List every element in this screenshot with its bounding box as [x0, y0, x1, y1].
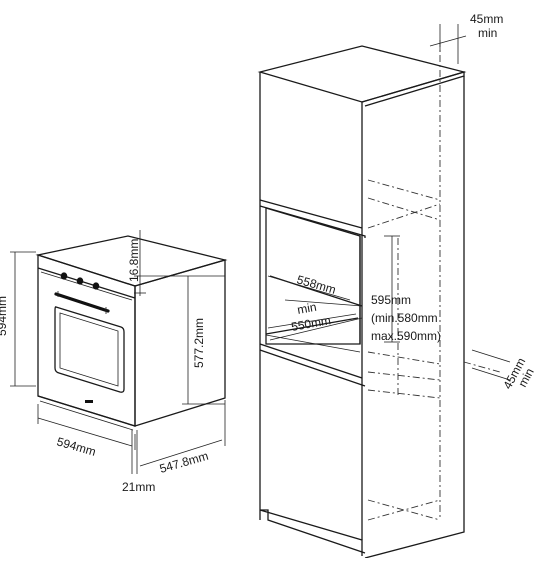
label-oven-height: 594mm [0, 296, 9, 336]
label-niche-min-width: 550mm [290, 313, 332, 334]
oven-drawing [35, 235, 228, 431]
cabinet-hidden-lines [367, 40, 501, 521]
cabinet-dimension-lines [267, 24, 511, 381]
label-top-gap: 45mm [470, 12, 503, 26]
label-oven-body-height: 577.2mm [192, 318, 206, 368]
label-niche-height: 595mm [371, 293, 411, 307]
label-niche-height-max: max.590mm) [371, 329, 441, 343]
oven-dimension-lines [10, 230, 226, 474]
label-niche-min: min [296, 300, 317, 317]
label-niche-width: 558mm [295, 272, 337, 296]
label-oven-front-thickness: 21mm [122, 480, 155, 494]
label-top-gap-min: min [478, 26, 497, 40]
label-oven-width: 594mm [55, 434, 97, 458]
label-oven-panel-height: 16.8mm [127, 239, 141, 282]
label-oven-depth: 547.8mm [158, 449, 210, 476]
cabinet-drawing [257, 45, 467, 559]
label-niche-height-min: (min.580mm [371, 311, 438, 325]
